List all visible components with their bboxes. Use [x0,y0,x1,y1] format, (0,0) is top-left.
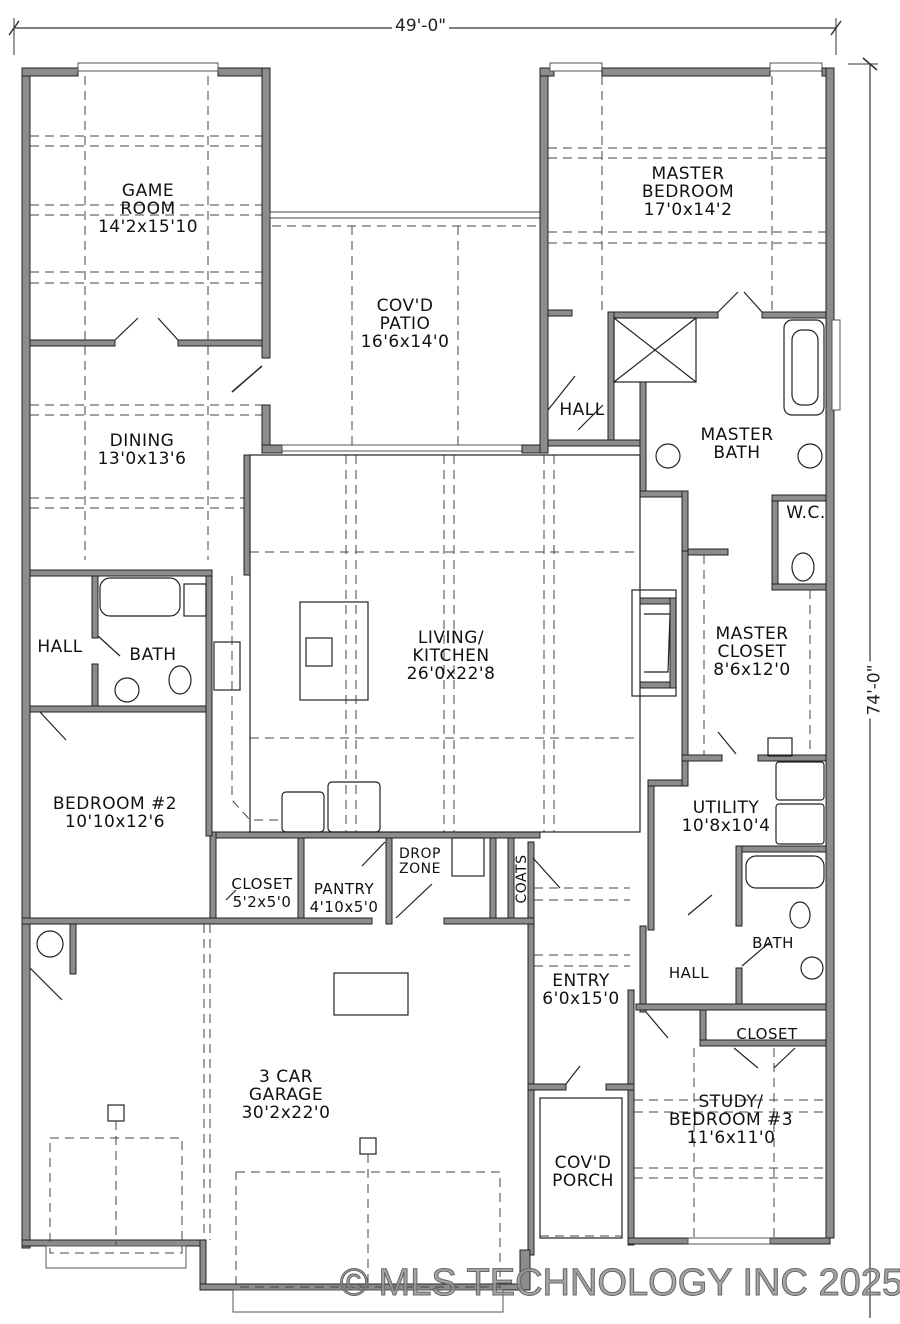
room-name: MASTER [700,425,774,445]
room-name: 3 CAR [258,1067,314,1087]
room-name: BEDROOM #2 [52,794,178,814]
room-size: 10'10x12'6 [64,812,166,832]
room-name: CLOSET [717,642,787,662]
room-name: BATH [129,645,177,665]
room-covd-patio: COV'D PATIO 16'6x14'0 [361,297,450,351]
room-bedroom-2: BEDROOM #2 10'10x12'6 [53,795,177,831]
room-name: PATIO [379,314,431,334]
room-name: MASTER [715,624,789,644]
room-name: GAME [121,181,175,201]
room-name: MASTER [651,164,725,184]
room-size: 5'2x5'0 [232,893,292,911]
room-name: PORCH [552,1171,614,1191]
room-closet-bedroom-2: CLOSET 5'2x5'0 [231,875,292,911]
room-wc: W.C. [786,504,826,522]
room-game-room: GAME ROOM 14'2x15'10 [98,182,198,236]
room-master-bedroom: MASTER BEDROOM 17'0x14'2 [642,165,734,219]
overall-depth-label: 74'-0" [864,661,885,719]
room-name: HALL [37,637,83,657]
room-size: 17'0x14'2 [643,200,733,220]
overall-width-label: 49'-0" [392,16,450,36]
room-name: CLOSET [736,1025,798,1043]
room-closet-study: CLOSET [736,1025,797,1043]
room-size: 13'0x13'6 [97,449,187,469]
room-name: DINING [109,431,175,451]
room-dining: DINING 13'0x13'6 [98,432,187,468]
room-name: STUDY/ [698,1092,764,1112]
room-master-bath: MASTER BATH [700,426,773,462]
room-hall-left: HALL [37,638,82,656]
room-name: HALL [559,400,605,420]
room-hall-right: HALL [669,964,709,982]
room-name: DROP [399,846,441,862]
room-size: 6'0x15'0 [542,989,620,1009]
room-bath-left: BATH [129,646,176,664]
room-name: CLOSET [231,875,293,893]
room-utility: UTILITY 10'8x10'4 [682,799,771,835]
room-name: LIVING/ [417,628,485,648]
room-name: W.C. [786,503,826,523]
room-name: BATH [752,934,794,952]
room-name: KITCHEN [412,646,490,666]
room-covd-porch: COV'D PORCH [552,1154,614,1190]
room-master-closet: MASTER CLOSET 8'6x12'0 [713,625,791,679]
room-size: 10'8x10'4 [681,816,771,836]
room-name: ROOM [120,199,176,219]
room-name: UTILITY [692,798,760,818]
room-study-bedroom-3: STUDY/ BEDROOM #3 11'6x11'0 [669,1093,793,1147]
room-size: 14'2x15'10 [97,217,199,237]
room-size: 26'0x22'8 [406,664,496,684]
room-size: 8'6x12'0 [713,660,791,680]
room-name: ZONE [399,861,441,877]
room-name: COV'D [376,296,434,316]
room-name: COV'D [554,1153,612,1173]
room-name: ENTRY [552,971,610,991]
room-drop-zone: DROP ZONE [399,847,441,877]
room-name: PANTRY [313,880,375,898]
room-name: COATS [514,854,530,904]
room-name: BEDROOM #3 [668,1110,794,1130]
room-living-kitchen: LIVING/ KITCHEN 26'0x22'8 [407,629,496,683]
copyright-watermark: © MLS TECHNOLOGY INC 2025 [339,1262,900,1305]
room-bath-right: BATH [752,934,794,952]
room-entry: ENTRY 6'0x15'0 [542,972,620,1008]
room-size: 30'2x22'0 [241,1103,331,1123]
room-name: BATH [713,443,761,463]
room-coats: COATS [513,855,531,904]
room-name: BEDROOM [641,182,735,202]
room-garage: 3 CAR GARAGE 30'2x22'0 [242,1068,331,1122]
room-name: HALL [668,964,710,982]
room-size: 16'6x14'0 [360,332,450,352]
room-name: GARAGE [248,1085,324,1105]
room-pantry: PANTRY 4'10x5'0 [310,880,379,916]
room-size: 4'10x5'0 [309,898,379,916]
room-hall-master: HALL [559,401,604,419]
room-size: 11'6x11'0 [686,1128,776,1148]
